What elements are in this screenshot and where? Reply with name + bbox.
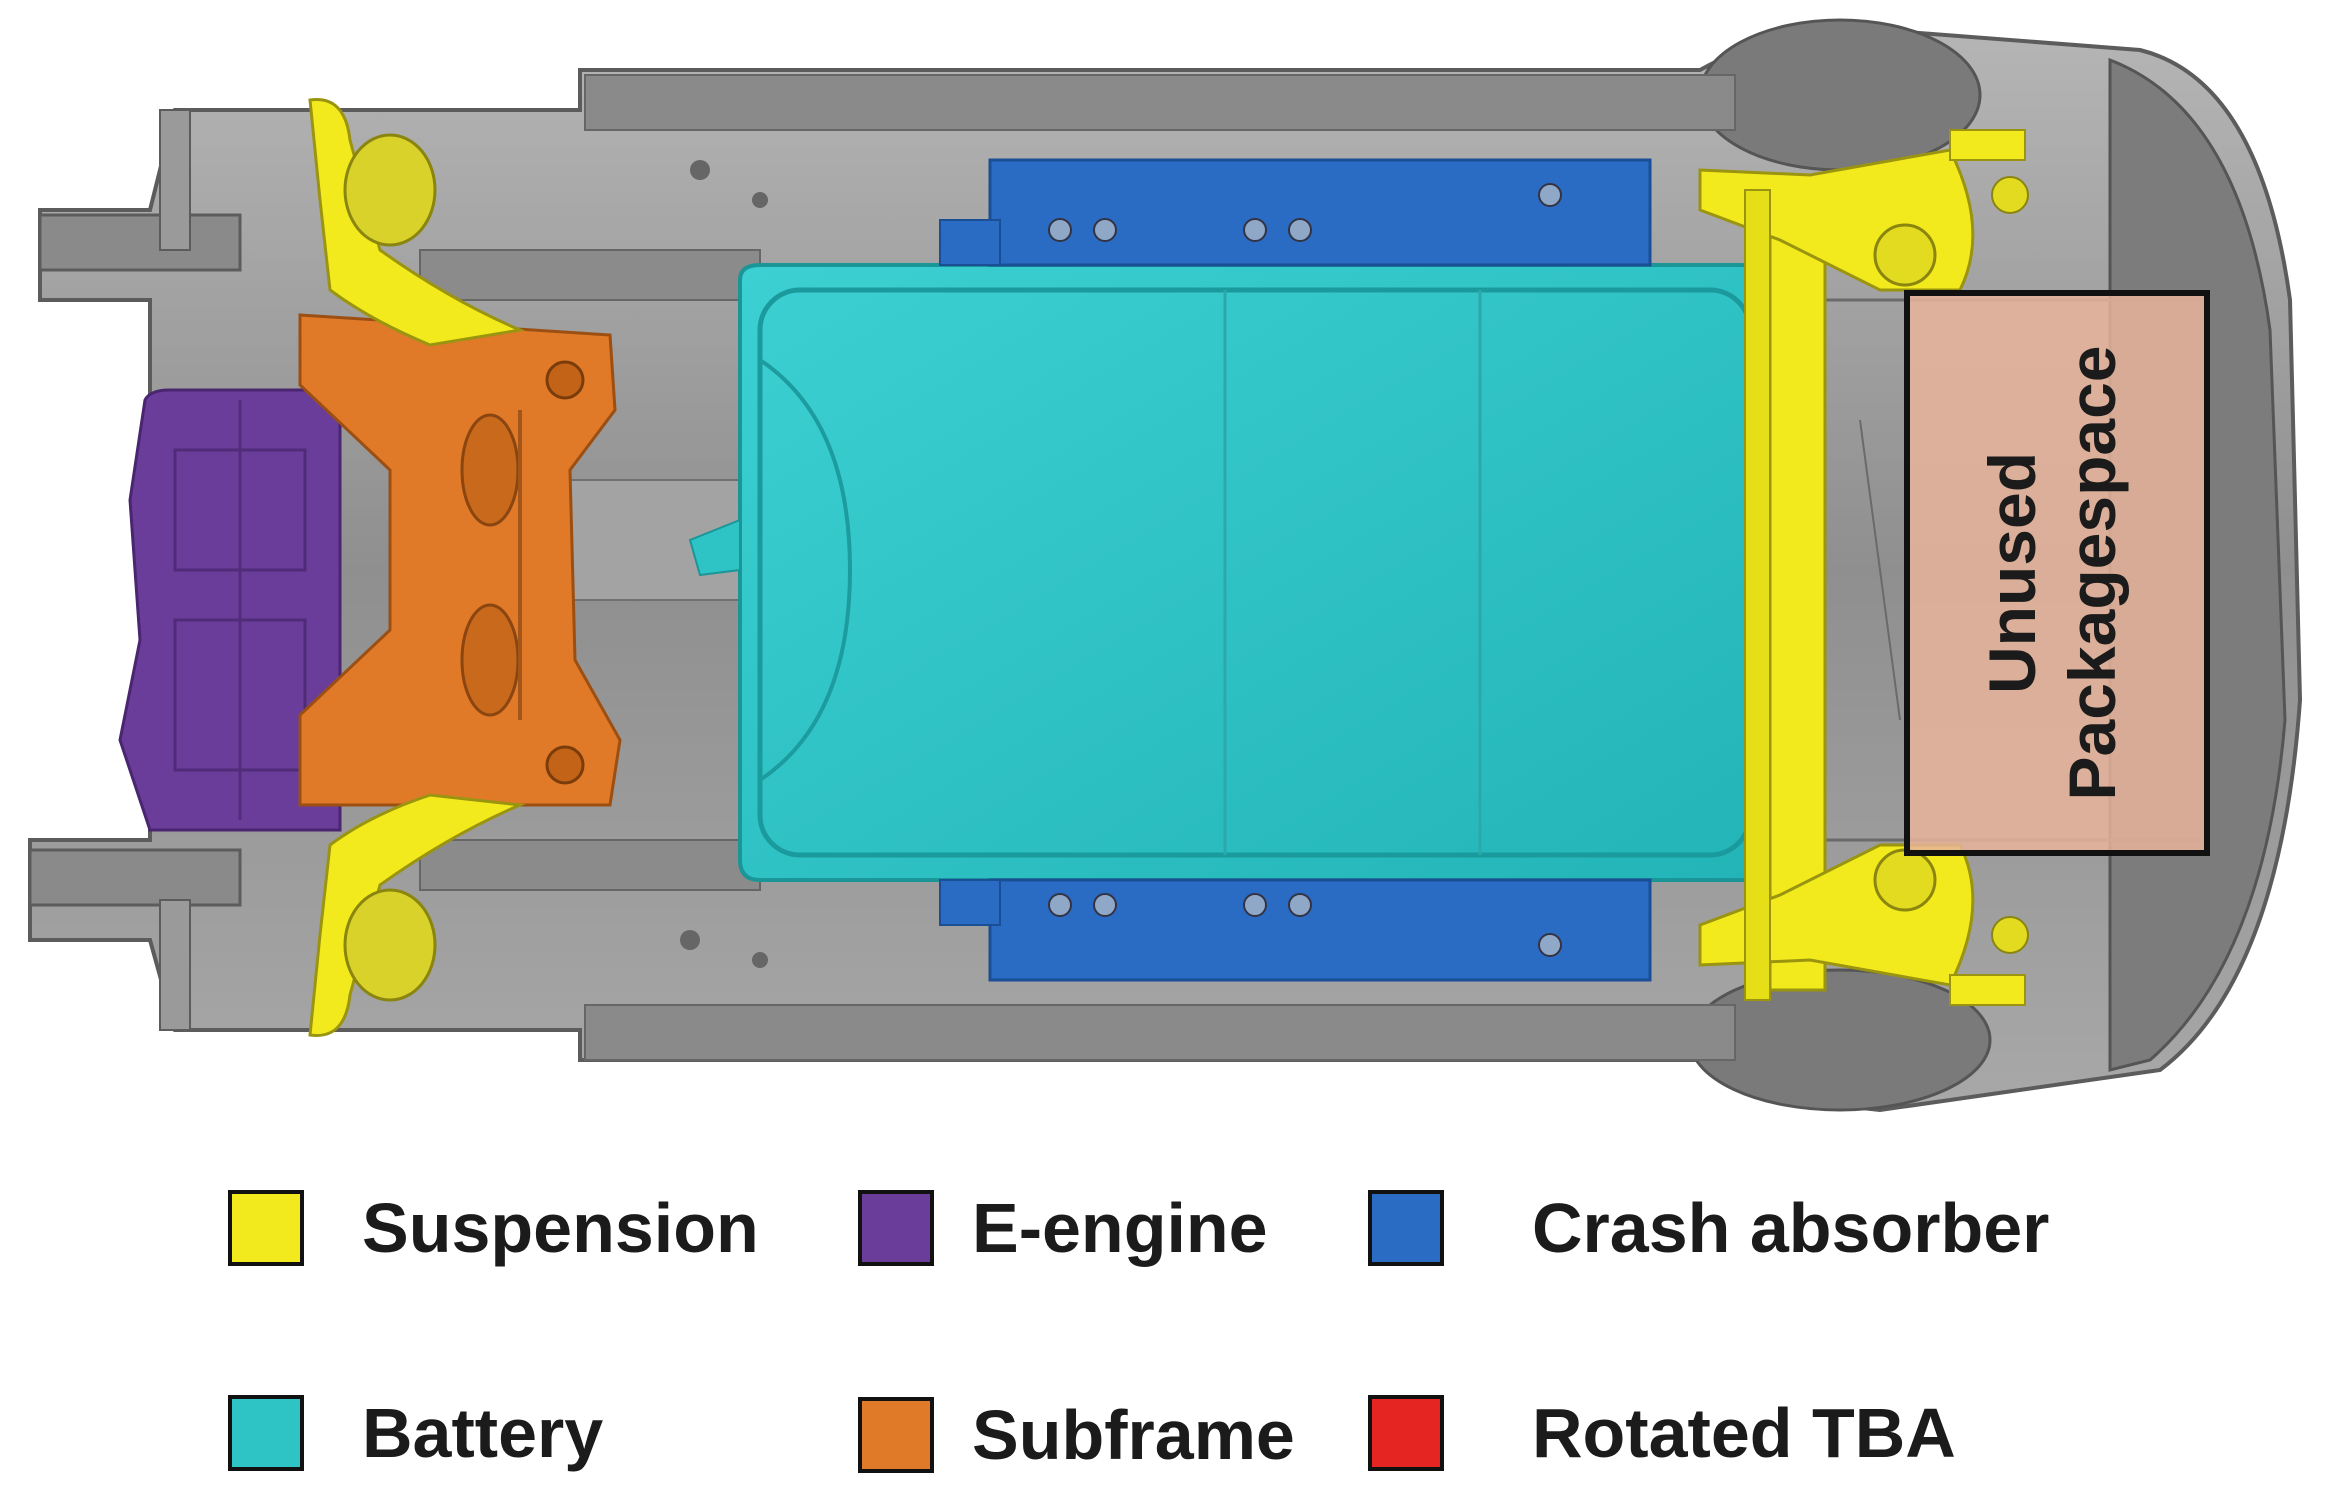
front-frame-rails [28,109,242,1031]
legend-label-e-engine: E-engine [972,1189,1268,1267]
legend-label-subframe: Subframe [972,1396,1295,1474]
legend-item-rotated-tba: Rotated TBA [1368,1388,1956,1478]
legend-swatch-crash-absorber [1368,1190,1444,1266]
legend-label-suspension: Suspension [362,1189,759,1267]
battery-pack [688,263,1772,882]
legend-label-crash-absorber: Crash absorber [1532,1189,2050,1267]
rear-suspension [1698,129,2029,1006]
legend-label-battery: Battery [362,1394,604,1472]
packagespace-label-line1: Unused [1975,452,2049,694]
unused-packagespace-box: Unused Packagespace [1904,290,2210,856]
legend-item-subframe: Subframe [858,1390,1295,1480]
legend-swatch-subframe [858,1397,934,1473]
legend-swatch-battery [228,1395,304,1471]
crash-absorbers [939,158,1652,982]
legend-item-battery: Battery [228,1388,603,1478]
front-suspension [308,98,526,1037]
subframe [298,313,622,807]
e-engine-unit [118,388,342,832]
legend-swatch-e-engine [858,1190,934,1266]
packagespace-label-line2: Packagespace [2055,345,2129,800]
legend-swatch-suspension [228,1190,304,1266]
legend-item-suspension: Suspension [228,1183,759,1273]
legend-label-rotated-tba: Rotated TBA [1532,1394,1956,1472]
legend-item-e-engine: E-engine [858,1183,1268,1273]
legend-swatch-rotated-tba [1368,1395,1444,1471]
legend-item-crash-absorber: Crash absorber [1368,1183,2049,1273]
